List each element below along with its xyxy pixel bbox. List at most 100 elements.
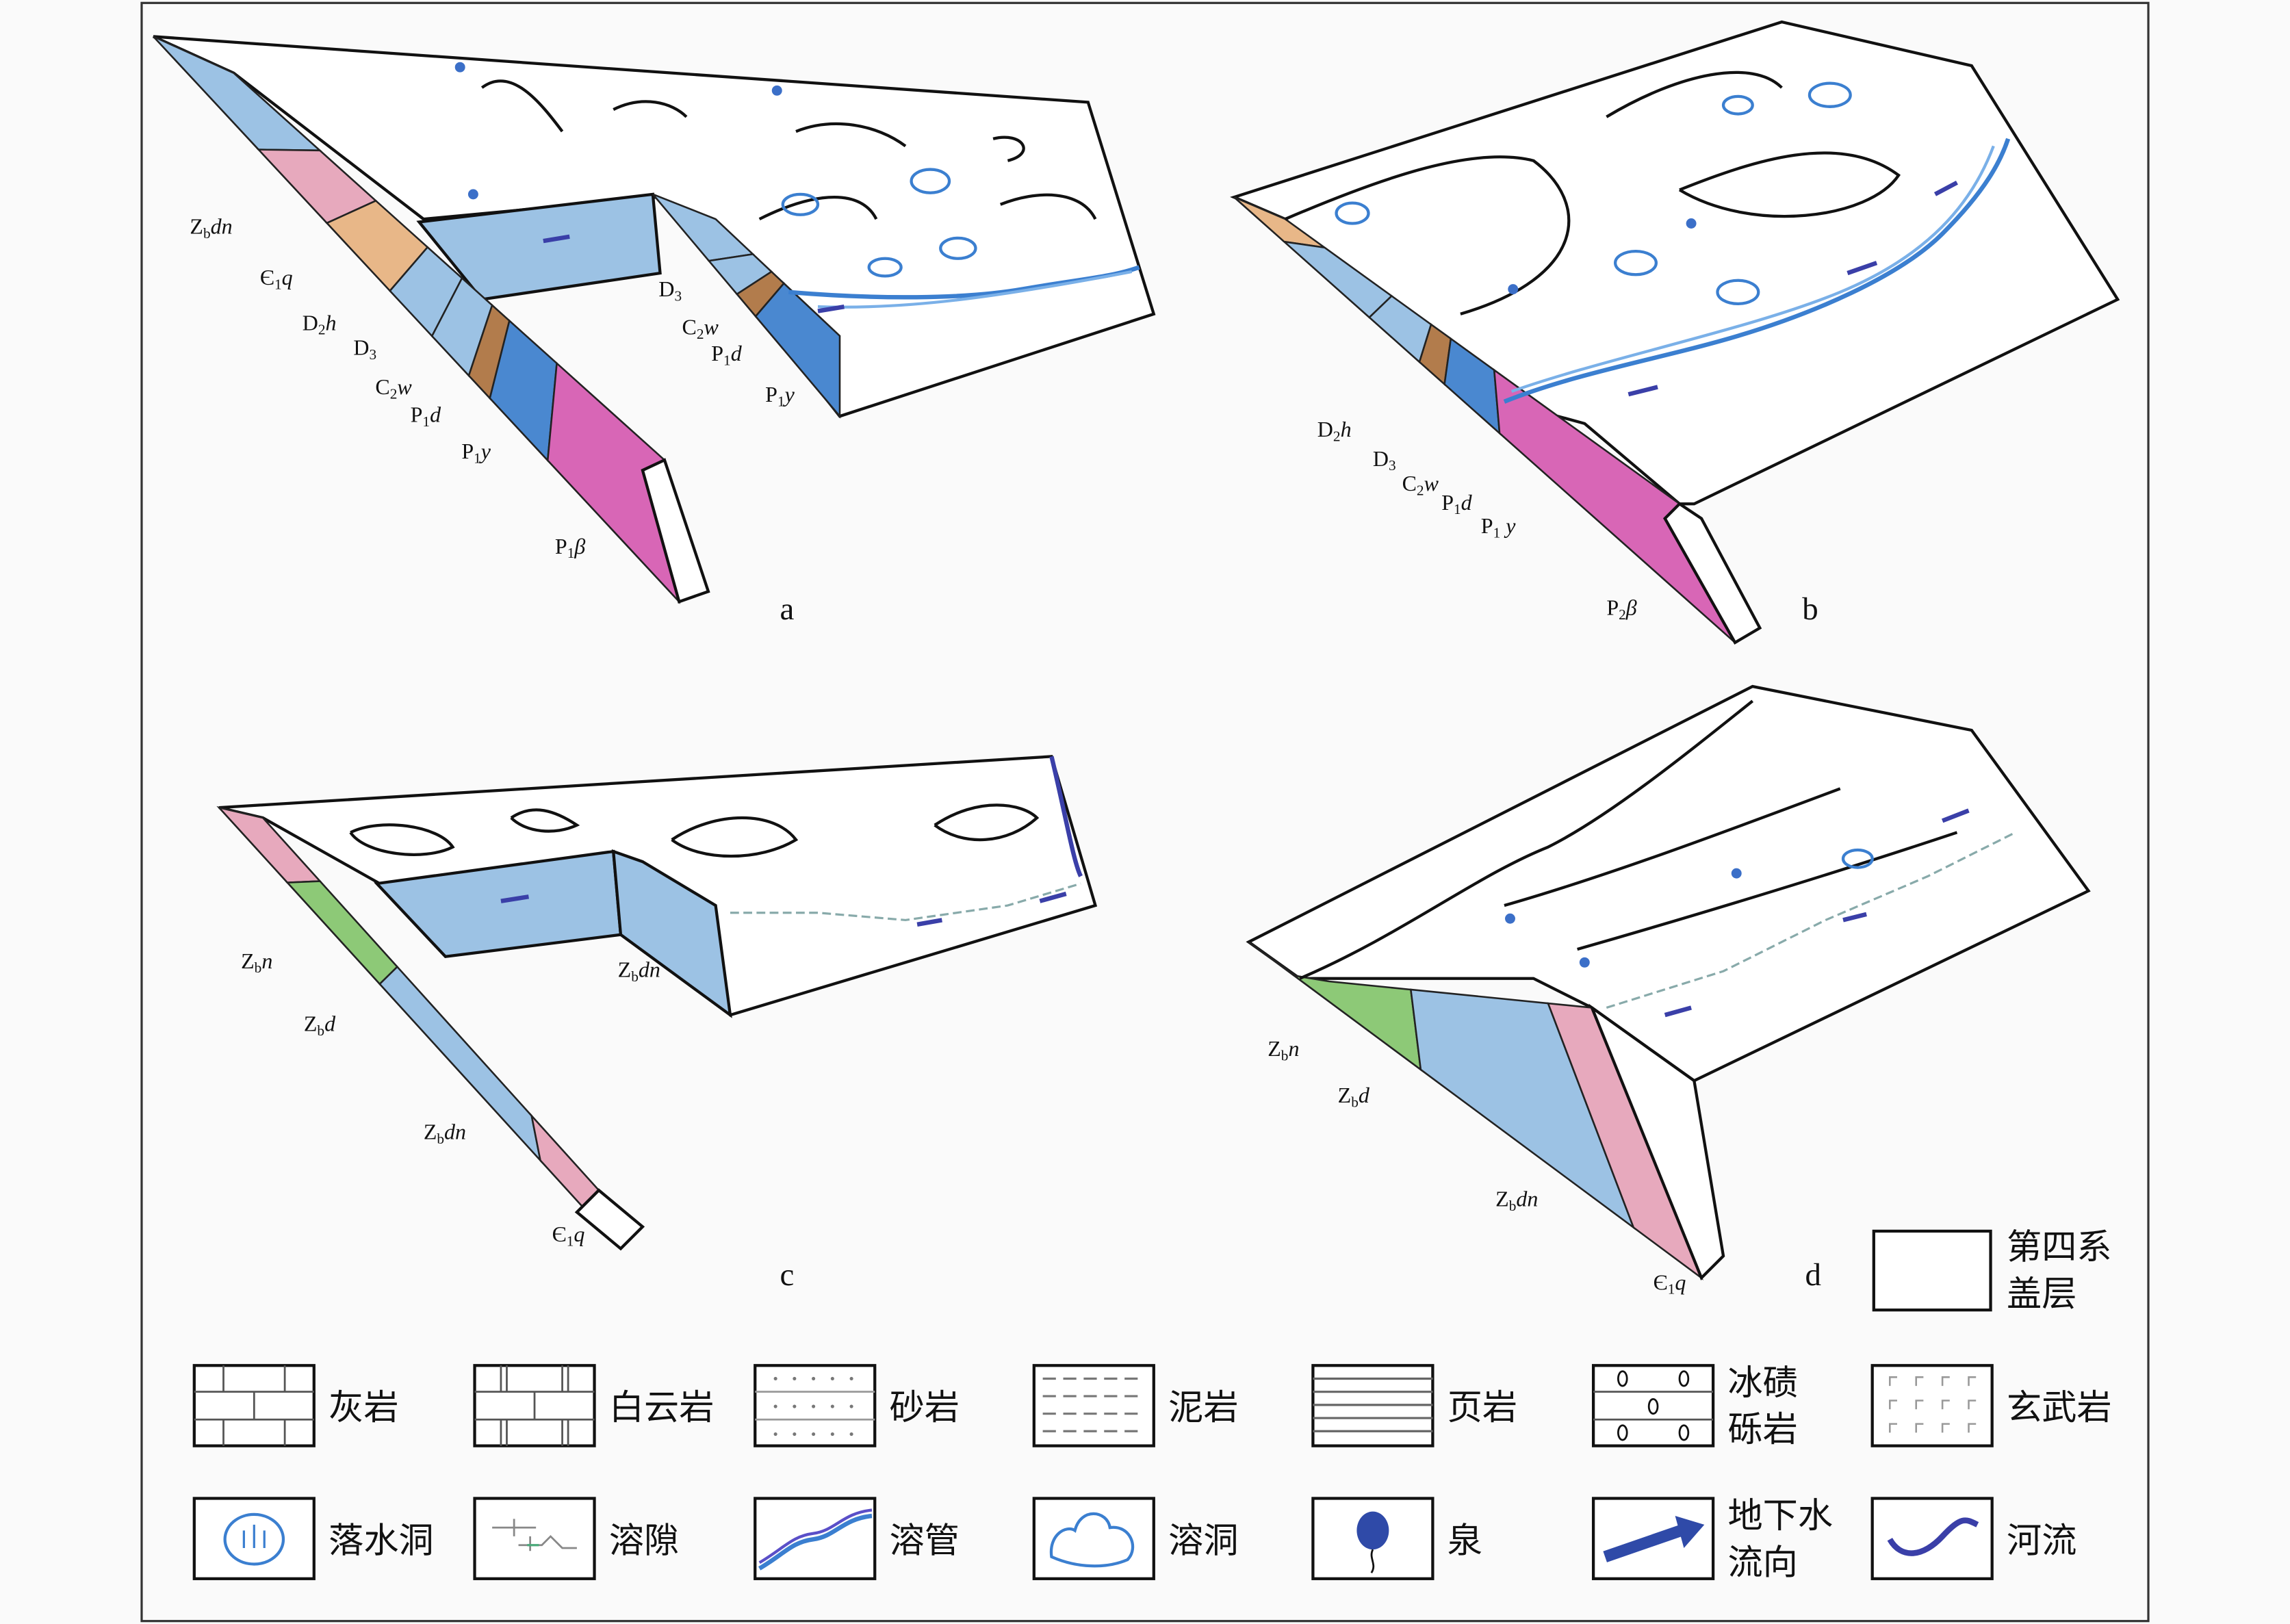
panel-a-block-side (641, 458, 710, 604)
tillite-pattern-icon (1591, 1364, 1715, 1447)
legend-item-basalt: 玄武岩 (1870, 1364, 2112, 1447)
panel-a-mountain-outline (480, 79, 1097, 221)
legend-label: 泥岩 (1168, 1387, 1238, 1428)
stratum-label: Є1q (1654, 1269, 1686, 1297)
sinkhole-icon (1721, 94, 1754, 116)
legend-item-sandstone: 砂岩 (754, 1364, 960, 1447)
panel-c-letter: c (780, 1257, 795, 1293)
panel-b-karst-conduit (1510, 145, 1995, 393)
stratum-label: Zbd (1338, 1083, 1370, 1110)
cover-label-line1: 第四系 (2007, 1226, 2112, 1267)
cover-swatch (1872, 1229, 1992, 1312)
stratum-label: P1y (461, 439, 491, 466)
legend-item-karst-cave: 溶洞 (1032, 1497, 1239, 1580)
panel-b-hills (1285, 70, 1901, 315)
spring-icon (1686, 218, 1697, 229)
panel-a-letter: a (780, 591, 795, 627)
legend-label: 泉 (1448, 1520, 1482, 1561)
legend-label: 溶隙 (609, 1520, 679, 1561)
stratum-label: P2β (1606, 595, 1636, 622)
basalt-pattern-icon (1870, 1364, 1994, 1447)
limestone-pattern-icon (192, 1364, 316, 1447)
shale-pattern-icon (1311, 1364, 1435, 1447)
panel-c: c (216, 755, 1098, 1293)
panel-c-block-side (574, 1188, 645, 1251)
legend-label: 落水洞 (329, 1520, 434, 1561)
groundwater-flow-arrow-icon (1664, 808, 1970, 1018)
panel-c-right-wall (611, 849, 732, 1018)
stratum-label: D3 (353, 335, 376, 363)
stratum-label: D3 (658, 276, 682, 304)
stratum-label: P1 y (1481, 513, 1516, 541)
stratum-label: Zbdn (190, 214, 232, 241)
spring-icon (467, 189, 478, 200)
stratum-label: C2w (375, 374, 412, 402)
legend-item-mudstone: 泥岩 (1032, 1364, 1239, 1447)
stratum-label: Zbdn (424, 1120, 466, 1147)
legend-label: 页岩 (1448, 1387, 1517, 1428)
spring-icon (1311, 1497, 1435, 1580)
groundwater-flow-arrow-icon (500, 891, 1067, 927)
panel-b: b (1230, 20, 2120, 645)
panel-a-karst-conduit (817, 270, 1133, 309)
stratum-label: D2h (303, 310, 337, 337)
legend-label: 溶洞 (1168, 1520, 1238, 1561)
panel-c-river (1049, 756, 1083, 877)
karst-cave-icon (1032, 1497, 1155, 1580)
stratum-label: P1d (711, 341, 742, 368)
sinkhole-icon (781, 192, 820, 216)
legend: 灰岩白云岩砂岩泥岩页岩冰碛砾岩玄武岩落水洞溶隙溶管溶洞泉地下水流向河流 (192, 1363, 2112, 1583)
dolomite-pattern-icon (473, 1364, 596, 1447)
legend-label: 冰碛 (1727, 1363, 1797, 1404)
groundwater-flow-arrow-icon (1591, 1497, 1715, 1580)
legend-label: 灰岩 (329, 1387, 398, 1428)
stratum-label: P1d (411, 402, 441, 430)
legend-item-spring: 泉 (1311, 1497, 1482, 1580)
legend-cover: 第四系 盖层 (1872, 1226, 2112, 1315)
legend-item-dolomite: 白云岩 (473, 1364, 715, 1447)
panel-c-fissures (730, 882, 1081, 922)
mudstone-pattern-icon (1032, 1364, 1155, 1447)
legend-label: 砂岩 (890, 1387, 960, 1428)
stratum-label: Zbd (304, 1011, 336, 1039)
sinkhole-icon (1613, 249, 1658, 276)
sinkhole-icon (939, 236, 977, 260)
stratum-label: P1d (1441, 490, 1472, 517)
sinkhole-icon (910, 168, 951, 194)
legend-label: 白云岩 (609, 1387, 715, 1428)
legend-label-line2: 流向 (1727, 1542, 1797, 1583)
karst-fissure-icon (473, 1497, 596, 1580)
panel-d: d (1246, 684, 2091, 1293)
stratum-p1y (754, 282, 841, 419)
spring-icon (454, 62, 465, 73)
panel-d-fissures (1606, 831, 2016, 1009)
panel-b-letter: b (1802, 591, 1818, 627)
panel-a-groundwater-arrow (543, 234, 845, 313)
legend-item-river: 河流 (1870, 1497, 2076, 1580)
sinkhole-icon (192, 1497, 316, 1580)
groundwater-flow-arrow-icon (1628, 180, 1958, 397)
panel-c-karst-caves (349, 803, 1040, 858)
spring-icon (1731, 868, 1742, 879)
sinkhole-icon (867, 257, 903, 278)
panel-d-block-side (1588, 1003, 1725, 1281)
spring-icon (1579, 957, 1590, 968)
stratum-label: D2h (1317, 417, 1352, 444)
legend-label-line2: 砾岩 (1727, 1409, 1797, 1450)
panel-a-inner-wall (416, 192, 662, 301)
panel-d-ridges (1299, 699, 1958, 980)
stratum-label: D3 (1373, 446, 1396, 474)
panel-b-river (1503, 138, 2011, 404)
spring-icon (1505, 913, 1515, 924)
stratum-label: C2w (682, 315, 719, 342)
legend-item-sinkhole: 落水洞 (192, 1497, 434, 1580)
stratum-label: Zbn (241, 949, 272, 976)
stratum-label: C2w (1402, 471, 1439, 498)
sandstone-pattern-icon (754, 1364, 877, 1447)
stratum-label: Zbn (1268, 1036, 1299, 1064)
sinkhole-icon (1716, 279, 1760, 306)
sinkhole-icon (1841, 848, 1874, 869)
